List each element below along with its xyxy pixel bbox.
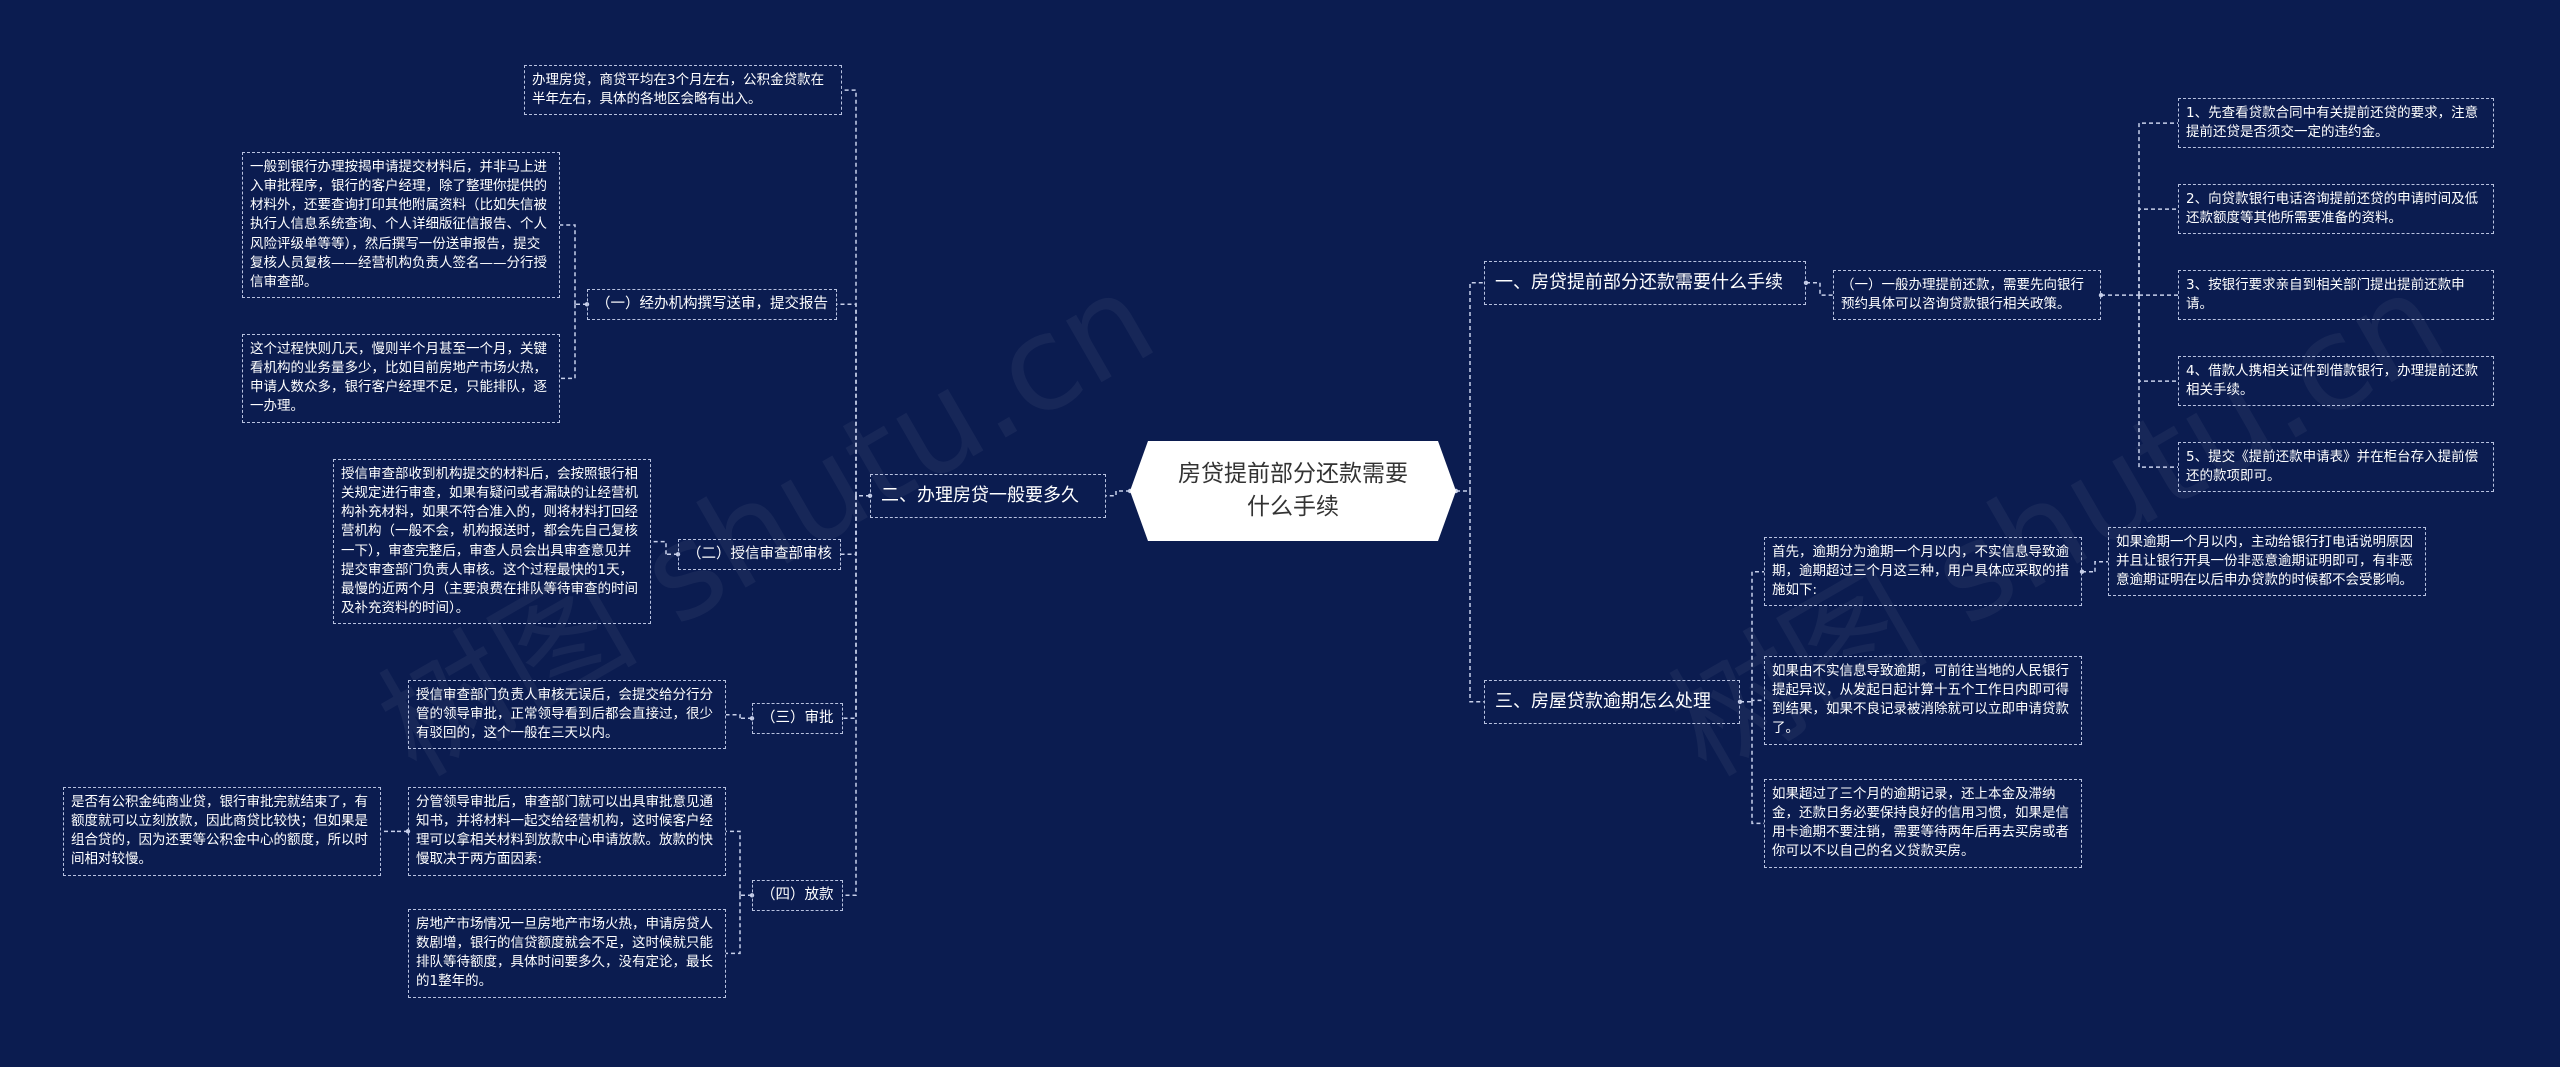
- b1-step-1[interactable]: 1、先查看贷款合同中有关提前还贷的要求，注意提前还贷是否须交一定的违约金。: [2178, 98, 2494, 149]
- connector-dot: [1737, 699, 1743, 704]
- connector: [1106, 491, 1117, 497]
- connector: [1469, 491, 1484, 703]
- connector: [2138, 295, 2178, 382]
- b2-sub-1-text-1[interactable]: 一般到银行办理按揭申请提交材料后，并非马上进入审批程序，银行的客户经理，除了整理…: [242, 152, 560, 299]
- connector: [2094, 560, 2108, 572]
- b2-sub-4-label[interactable]: （四）放款: [752, 880, 843, 911]
- b2-sub-3-text[interactable]: 授信审查部门负责人审核无误后，会提交给分行分管的领导审批，正常领导看到后都会直接…: [408, 680, 726, 750]
- b3-child-1[interactable]: 首先，逾期分为逾期一个月以内，不实信息导致逾期，逾期超过三个月这三种，用户具体应…: [1764, 537, 2082, 607]
- b2-sub-3-label[interactable]: （三）审批: [752, 703, 843, 734]
- b1-step-4[interactable]: 4、借款人携相关证件到借款银行，办理提前还款相关手续。: [2178, 356, 2494, 407]
- connector: [1751, 701, 1764, 825]
- b2-sub-4-text-2[interactable]: 房地产市场情况一旦房地产市场火热，申请房贷人数剧增，银行的信贷额度就会不足，这时…: [408, 909, 726, 998]
- b2-sub-4-text-1-child[interactable]: 是否有公积金纯商业贷，银行审批完就结束了，有额度就可以立刻放款，因此商贷比较快；…: [63, 787, 381, 876]
- root-node[interactable]: 房贷提前部分还款需要什么手续: [1130, 441, 1456, 541]
- connector: [1751, 699, 1764, 702]
- branch-3-title[interactable]: 三、房屋贷款逾期怎么处理: [1484, 680, 1740, 724]
- b2-intro-node[interactable]: 办理房贷，商贷平均在3个月左右，公积金贷款在半年左右，具体的各地区会略有出入。: [524, 65, 842, 116]
- connector: [726, 895, 741, 955]
- connector: [1469, 282, 1484, 491]
- connector: [841, 495, 857, 556]
- b2-sub-4-text-1[interactable]: 分管领导审批后，审查部门就可以出具审批意见通知书，并将材料一起交给经营机构，这时…: [408, 787, 726, 876]
- branch-2-title[interactable]: 二、办理房贷一般要多久: [870, 474, 1106, 518]
- b2-sub-1-text-2[interactable]: 这个过程快则几天，慢则半个月甚至一个月，关键看机构的业务量多少，比如目前房地产市…: [242, 334, 560, 423]
- connector: [560, 224, 576, 305]
- b1-child-node[interactable]: （一）一般办理提前还款，需要先向银行预约具体可以咨询贷款银行相关政策。: [1833, 270, 2101, 321]
- connector: [837, 303, 857, 496]
- b2-sub-1-label[interactable]: （一）经办机构撰写送审，提交报告: [587, 289, 837, 320]
- b3-child-1-detail[interactable]: 如果逾期一个月以内，主动给银行打电话说明原因并且让银行开具一份非恶意逾期证明即可…: [2108, 527, 2426, 597]
- b3-child-3[interactable]: 如果超过了三个月的逾期记录，还上本金及滞纳金，还款日务必要保持良好的信用习惯，如…: [1764, 779, 2082, 868]
- connector-dot: [405, 829, 411, 834]
- connector: [842, 495, 857, 897]
- connector: [1819, 282, 1833, 296]
- connector: [560, 304, 576, 380]
- connector: [2138, 295, 2178, 468]
- connector: [651, 540, 667, 555]
- connector-dot: [2079, 569, 2085, 574]
- branch-1-title[interactable]: 一、房贷提前部分还款需要什么手续: [1484, 261, 1806, 305]
- connector: [842, 495, 857, 720]
- b3-child-2[interactable]: 如果由不实信息导致逾期，可前往当地的人民银行提起异议，从发起日起计算十五个工作日…: [1764, 656, 2082, 745]
- b2-sub-2-text[interactable]: 授信审查部收到机构提交的材料后，会按照银行相关规定进行审查，如果有疑问或者漏缺的…: [333, 459, 651, 625]
- connector-dot: [1803, 280, 1809, 285]
- b2-sub-2-label[interactable]: （二）授信审查部审核: [678, 539, 841, 570]
- connector: [842, 89, 857, 496]
- b1-step-2[interactable]: 2、向贷款银行电话咨询提前还贷的申请时间及低还款额度等其他所需要准备的资料。: [2178, 184, 2494, 235]
- connector: [2138, 208, 2178, 296]
- b1-step-3[interactable]: 3、按银行要求亲自到相关部门提出提前还款申请。: [2178, 270, 2494, 321]
- connector-dot: [2098, 292, 2104, 298]
- connector: [726, 830, 741, 896]
- connector: [1751, 570, 1764, 702]
- b1-step-5[interactable]: 5、提交《提前还款申请表》并在柜台存入提前偿还的款项即可。: [2178, 442, 2494, 493]
- connector: [726, 713, 741, 719]
